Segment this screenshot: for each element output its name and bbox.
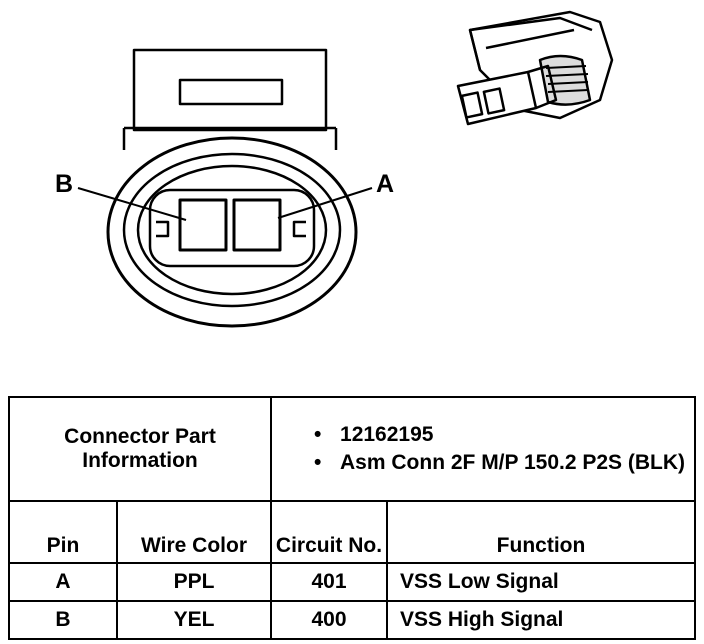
connector-info-table: Connector Part Information 12162195 Asm … [7, 396, 696, 640]
header-wire-color: Wire Color [115, 500, 273, 564]
seal-ring-inner [136, 164, 328, 296]
circuit-cell: 400 [270, 600, 389, 640]
part-description: Asm Conn 2F M/P 150.2 P2S (BLK) [312, 449, 694, 477]
part-info-cell: 12162195 Asm Conn 2F M/P 150.2 P2S (BLK) [270, 396, 696, 502]
function-cell: VSS Low Signal [386, 562, 696, 602]
outer-housing [106, 136, 358, 328]
connector-face-view [106, 48, 358, 328]
lock-tab [132, 48, 328, 132]
terminal-a [232, 198, 282, 252]
leader-a [277, 187, 373, 219]
part-info-label: Connector Part Information [64, 425, 216, 472]
part-info-label-cell: Connector Part Information [7, 396, 273, 502]
pin-a-label: A [376, 170, 395, 198]
function-cell: VSS High Signal [386, 600, 696, 640]
seal-ring-outer [122, 152, 342, 308]
pin-cell: A [8, 562, 118, 602]
table-row: A PPL 401 VSS Low Signal [8, 562, 696, 602]
pin-cell: B [8, 600, 118, 640]
header-pin: Pin [8, 500, 118, 564]
circuit-cell: 401 [270, 562, 389, 602]
connector-3d-view [456, 10, 614, 126]
connector-illustration [77, 10, 614, 328]
header-function: Function [386, 500, 696, 564]
wire-color-cell: YEL [115, 600, 273, 640]
part-number: 12162195 [312, 421, 694, 449]
pin-b-label: B [55, 170, 74, 198]
leader-b [77, 187, 187, 221]
terminal-cavity [148, 188, 316, 268]
part-info-list: 12162195 Asm Conn 2F M/P 150.2 P2S (BLK) [272, 415, 694, 483]
terminal-b [178, 198, 228, 252]
header-circuit-no: Circuit No. [270, 500, 389, 564]
table-row: B YEL 400 VSS High Signal [8, 600, 696, 640]
wire-color-cell: PPL [115, 562, 273, 602]
